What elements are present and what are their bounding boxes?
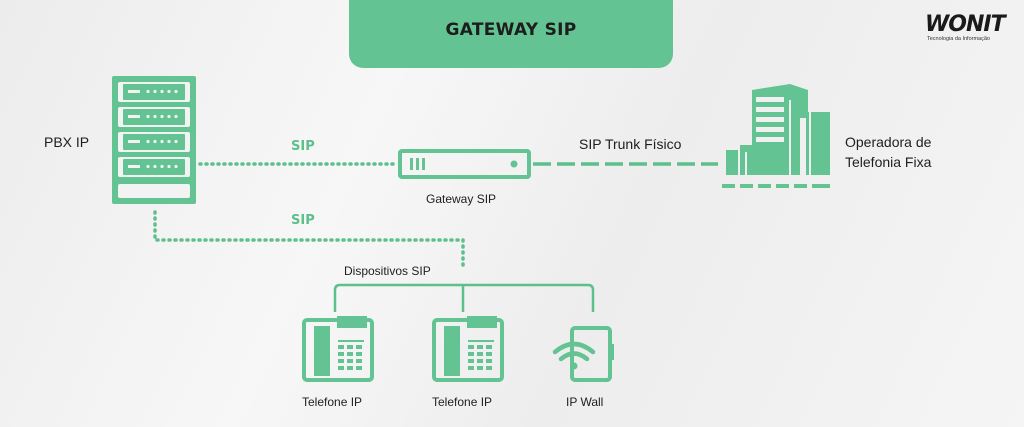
gateway-device-icon: [398, 149, 531, 179]
diagram-title: GATEWAY SIP: [445, 20, 577, 40]
wonit-logo: WONIT Tecnologia da Informação: [925, 12, 1020, 52]
operator-label-line1: Operadora de: [845, 134, 932, 150]
link-label-gateway-operator: SIP Trunk Físico: [579, 136, 682, 152]
pbx-server-icon: [112, 76, 196, 204]
ip-wall-wifi-icon: [552, 326, 614, 382]
pbx-label: PBX IP: [44, 134, 90, 150]
link-label-pbx-devices: SIP: [291, 213, 315, 228]
title-banner: GATEWAY SIP: [349, 0, 673, 68]
gateway-label: Gateway SIP: [426, 192, 497, 206]
operator-buildings-icon: [722, 84, 830, 188]
link-pbx-devices: [153, 210, 465, 272]
devices-group-label: Dispositivos SIP: [344, 264, 431, 278]
phone1-label: Telefone IP: [302, 395, 363, 409]
link-label-pbx-gateway: SIP: [291, 139, 315, 154]
ip-phone-icon-2: [432, 316, 504, 382]
ip-phone-icon-1: [302, 316, 374, 382]
operator-label-line2: Telefonia Fixa: [845, 154, 932, 170]
logo-wordmark: WONIT: [925, 12, 1006, 37]
phone2-label: Telefone IP: [432, 395, 493, 409]
devices-tree-lines: [333, 283, 595, 312]
ip-wall-label: IP Wall: [566, 395, 604, 409]
logo-tagline: Tecnologia da Informação: [927, 36, 990, 42]
